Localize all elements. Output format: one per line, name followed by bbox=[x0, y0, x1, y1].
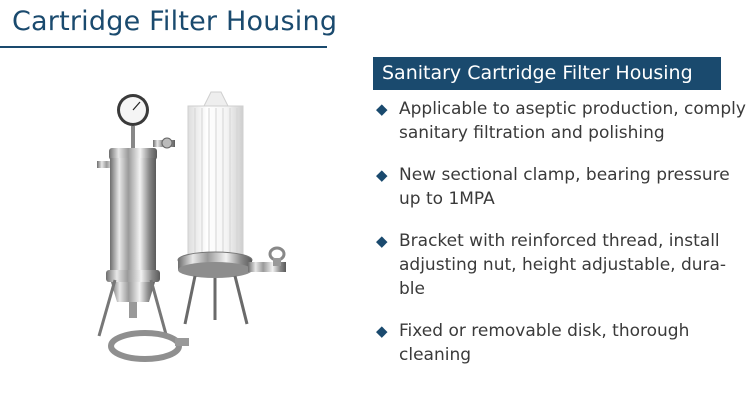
feature-list: ◆ Applicable to aseptic production, comp… bbox=[376, 97, 748, 367]
feature-item: ◆ Bracket with reinforced thread, instal… bbox=[376, 229, 748, 301]
feature-text: Bracket with reinforced thread, install … bbox=[399, 231, 727, 299]
feature-item: ◆ New sectional clamp, bearing pressure … bbox=[376, 163, 748, 211]
diamond-bullet-icon: ◆ bbox=[376, 166, 388, 184]
title-divider bbox=[0, 46, 327, 48]
diamond-bullet-icon: ◆ bbox=[376, 322, 388, 340]
page-title: Cartridge Filter Housing bbox=[12, 6, 338, 37]
feature-text: Applicable to aseptic production, comply… bbox=[399, 99, 746, 143]
diamond-bullet-icon: ◆ bbox=[376, 100, 388, 118]
product-subtitle-banner: Sanitary Cartridge Filter Housing bbox=[373, 57, 721, 90]
feature-item: ◆ Applicable to aseptic production, comp… bbox=[376, 97, 748, 145]
filter-housing-product-image bbox=[97, 91, 286, 362]
feature-text: New sectional clamp, bearing pressure up… bbox=[399, 165, 730, 209]
feature-item: ◆ Fixed or removable disk, thorough clea… bbox=[376, 319, 748, 367]
diamond-bullet-icon: ◆ bbox=[376, 232, 388, 250]
feature-text: Fixed or removable disk, thorough cleani… bbox=[399, 321, 690, 365]
